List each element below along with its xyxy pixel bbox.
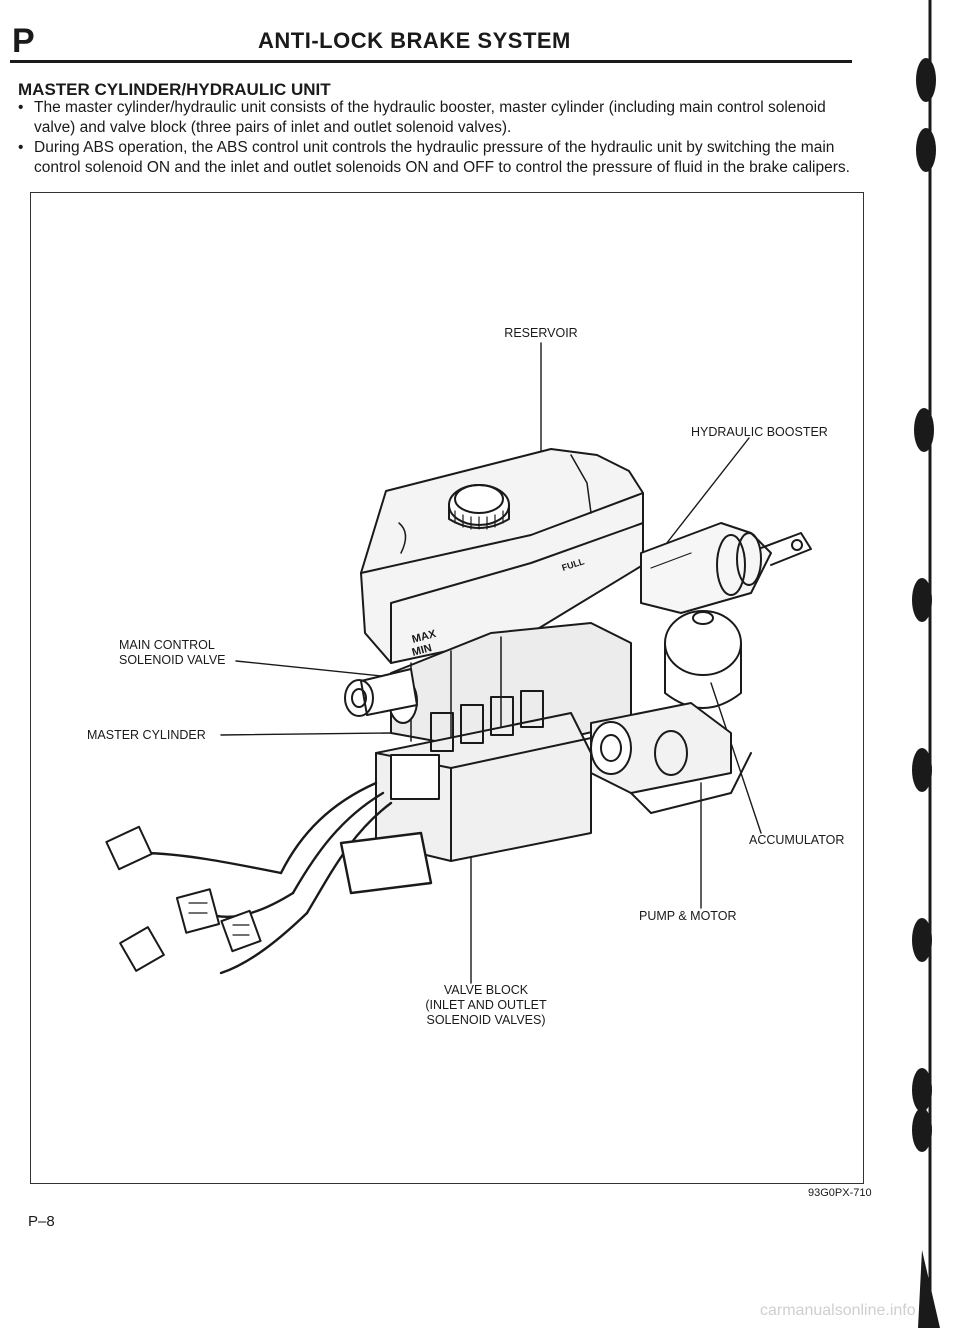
tank-min-mark: MIN [411,642,434,659]
label-pump-motor: PUMP & MOTOR [639,909,737,923]
label-main-control-line2: SOLENOID VALVE [119,653,226,667]
label-accumulator: ACCUMULATOR [749,833,845,847]
reservoir-cap [448,484,510,530]
section-title: MASTER CYLINDER/HYDRAULIC UNIT [18,80,331,99]
label-valve-block-line1: VALVE BLOCK [443,983,529,997]
label-main-control-line1: MAIN CONTROL [119,638,215,652]
leader-lines [220,342,762,984]
harness-connectors [105,825,262,972]
pump-motor [590,702,752,814]
wiring-harness [139,781,433,975]
label-valve-block-line3: SOLENOID VALVES) [426,1013,546,1027]
hydraulic-unit-illustration: MAX MIN FULL [105,342,812,984]
label-hydraulic-booster: HYDRAULIC BOOSTER [691,425,828,439]
description-list: The master cylinder/hydraulic unit consi… [18,98,866,178]
page-number: P–8 [28,1213,55,1230]
reservoir-tank [360,448,644,664]
section-letter: P [12,22,35,60]
figure-frame: MAX MIN FULL RESERVOIR HYDRAULIC BOOSTER… [30,192,864,1184]
hydraulic-booster [640,522,812,614]
label-valve-block-line2: (INLET AND OUTLET [425,998,547,1012]
valve-block [375,690,592,862]
chapter-title: ANTI-LOCK BRAKE SYSTEM [258,28,571,53]
label-master-cylinder: MASTER CYLINDER [87,728,206,742]
label-reservoir: RESERVOIR [504,326,578,340]
figure-reference-code: 93G0PX-710 [808,1187,872,1199]
description-bullet-2: During ABS operation, the ABS control un… [18,138,866,178]
watermark: carmanualsonline.info [760,1302,916,1319]
header-rule [10,60,852,63]
description-bullet-1: The master cylinder/hydraulic unit consi… [18,98,866,138]
binding-edge-decoration [912,0,940,1328]
accumulator [664,610,742,709]
main-control-solenoid-valve [344,668,418,717]
